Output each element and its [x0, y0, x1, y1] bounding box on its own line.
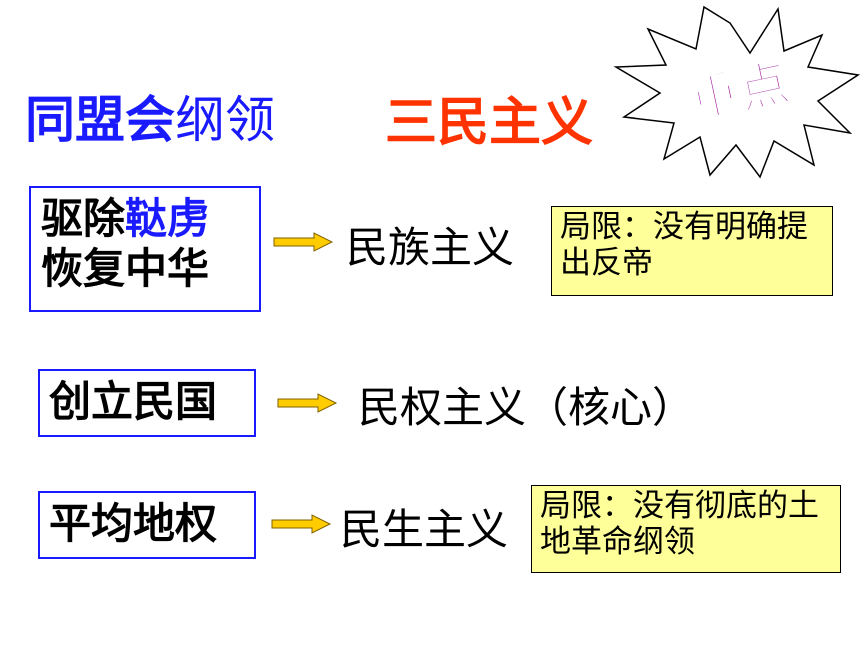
ism-nationalism: 民族主义 — [346, 223, 515, 272]
note-limitation-2: 局限：没有彻底的土地革命纲领 — [531, 485, 841, 573]
note-limitation-1: 局限：没有明确提出反帝 — [551, 206, 833, 296]
box-line2: 恢复中华 — [41, 244, 210, 293]
title-part3: 三民主义 — [385, 93, 594, 153]
box-line1: 创立民国 — [49, 377, 218, 426]
arrow-right-icon — [277, 393, 338, 413]
starburst-badge: 重点 — [613, 5, 860, 179]
ism-democracy: 民权主义（核心） — [358, 383, 695, 432]
box-line1: 平均地权 — [49, 499, 218, 548]
box-equalize-land: 平均地权 — [38, 491, 256, 559]
title-part1: 同盟会 — [25, 91, 175, 149]
arrow-right-icon — [273, 232, 334, 252]
box-expel-restore: 驱除鞑虏 恢复中华 — [29, 186, 261, 312]
title-part2: 纲领 — [175, 91, 275, 149]
box-line1: 驱除鞑虏 — [41, 194, 210, 243]
box-found-republic: 创立民国 — [38, 369, 256, 437]
arrow-right-icon — [271, 514, 332, 534]
ism-livelihood: 民生主义 — [340, 505, 509, 554]
page-title: 同盟会纲领 — [25, 80, 275, 149]
starburst-shape — [613, 5, 860, 179]
